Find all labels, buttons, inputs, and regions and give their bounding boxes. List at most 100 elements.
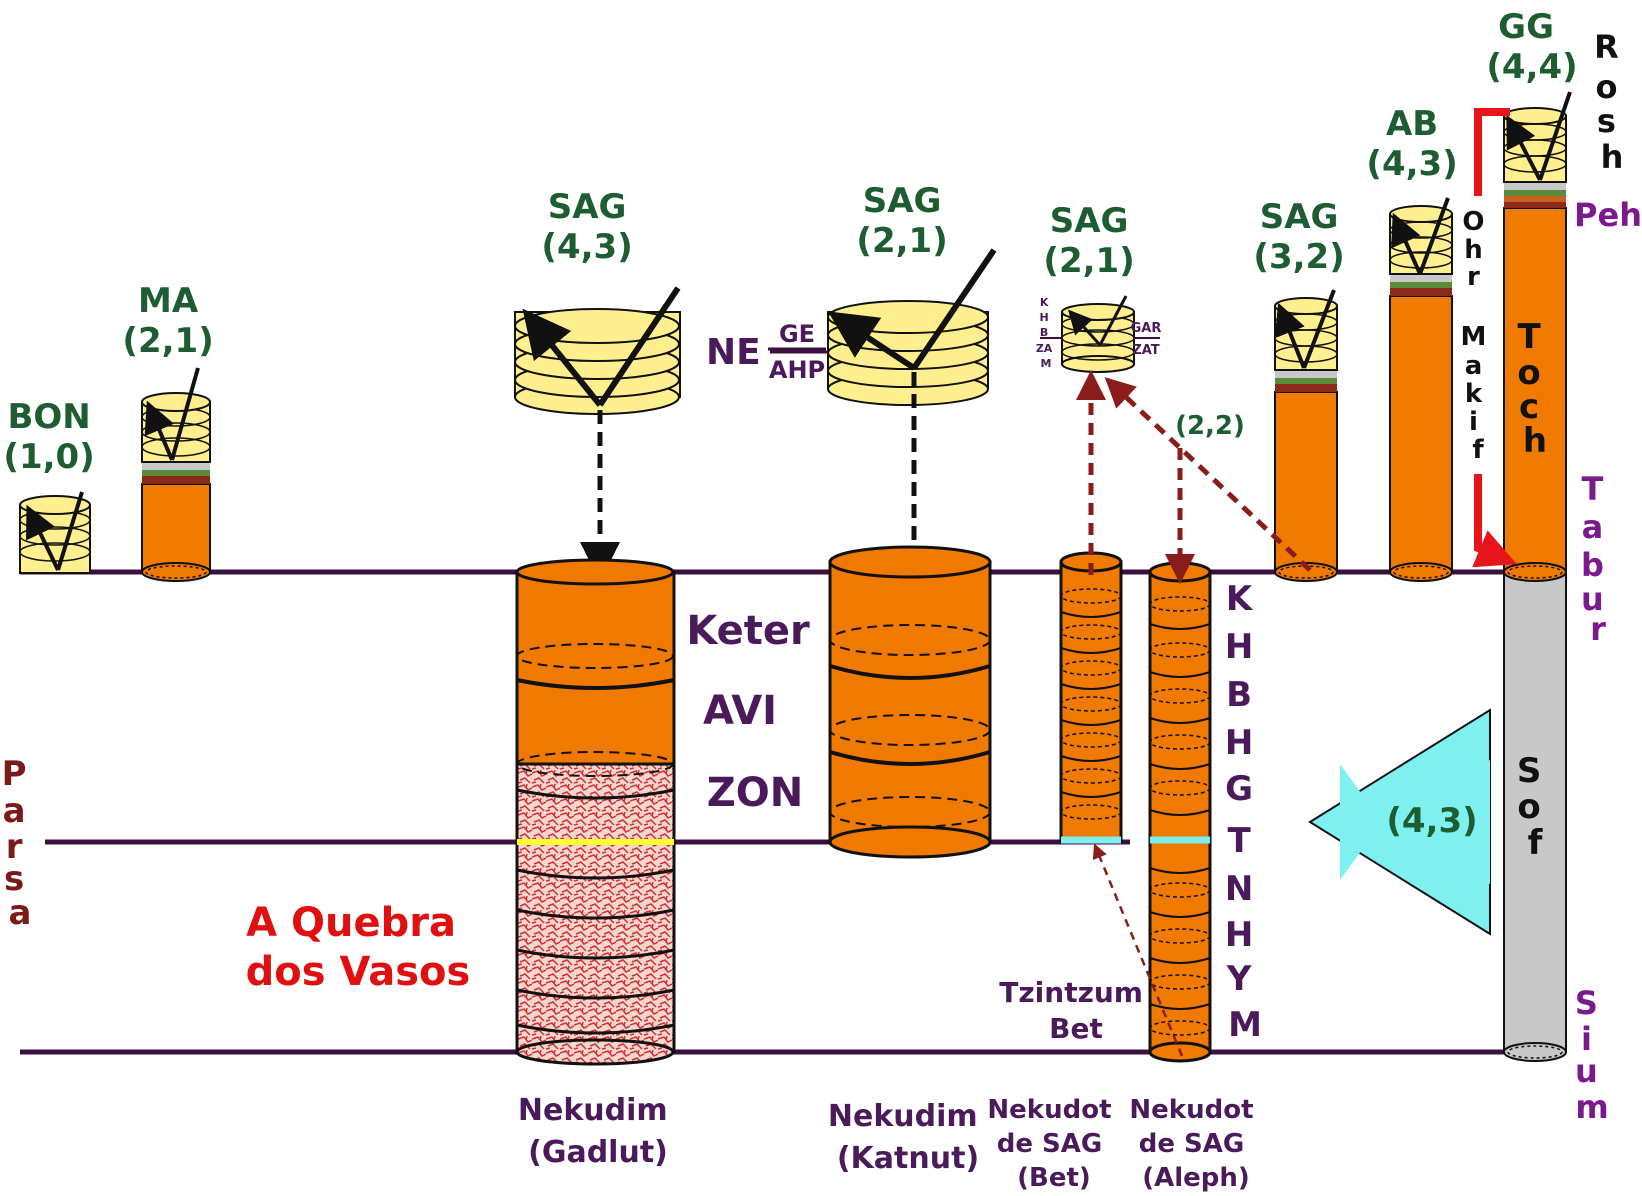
ohr-letter: h	[1464, 235, 1483, 265]
sium-letter: u	[1575, 1052, 1598, 1090]
sag-21-katnut-head	[770, 248, 997, 588]
aleph-label: Nekudot	[1129, 1095, 1253, 1125]
rosh-letter: s	[1597, 102, 1616, 140]
sefira-letter: H	[1225, 915, 1253, 955]
svg-text:Tzintzum Bet: Tzintzum Bet	[999, 976, 1152, 1045]
sium-letter: S	[1575, 984, 1598, 1022]
sium-letter: m	[1575, 1088, 1608, 1126]
nekudot-aleph-vessel	[1148, 561, 1212, 1063]
sefira-letter: G	[1225, 769, 1253, 809]
code-22: (2,2)	[1175, 411, 1245, 441]
nekudim-katnut-vessel	[828, 545, 992, 859]
ma-code: (2,1)	[122, 321, 213, 361]
bon-name: BON	[7, 397, 90, 437]
arrow-tzimtzum-bet	[1092, 843, 1184, 1057]
gg-partzuf	[1503, 91, 1572, 1062]
tabur-letter: u	[1581, 580, 1604, 618]
ahp-label: AHP	[769, 356, 825, 384]
svg-text:A Quebra dos Vasos: A Quebra dos Vasos	[246, 900, 471, 995]
svg-text:S o f: S o f	[1517, 751, 1553, 863]
bon-partzuf	[19, 491, 91, 574]
bon-code: (1,0)	[3, 437, 94, 477]
aleph-label: de SAG	[1139, 1129, 1245, 1159]
small-sefira-letter: K	[1040, 296, 1049, 309]
tabur-letter: b	[1581, 546, 1604, 584]
toch-letter: T	[1517, 317, 1541, 357]
sag-21-nekudot-head	[1040, 295, 1160, 373]
svg-text:R o s h: R o s h	[1594, 28, 1630, 176]
svg-text:K H B H G: K H B H G T N H Y M	[1225, 579, 1265, 1045]
sefira-letter: H	[1225, 627, 1253, 667]
level-keter: Keter	[686, 608, 810, 654]
tzimtzum-label: Bet	[1049, 1012, 1103, 1045]
sag-32-code: (3,2)	[1253, 237, 1344, 277]
makif-letter: i	[1469, 407, 1478, 437]
breaking-line-1: A Quebra	[246, 900, 456, 946]
sefira-letter: K	[1226, 579, 1254, 619]
svg-text:T a b u r: T a b u r	[1581, 470, 1615, 648]
rosh-letter: R	[1594, 28, 1619, 66]
sium-letter: i	[1581, 1020, 1592, 1058]
zat-label: ZAT	[1132, 343, 1159, 358]
makif-letter: a	[1465, 351, 1483, 381]
tabur-letter: a	[1582, 508, 1604, 546]
svg-text:Nekudim (Katnut): Nekudim (Katnut)	[828, 1099, 988, 1176]
gadlut-label: (Gadlut)	[528, 1135, 668, 1170]
svg-text:Nekudot de SAG (Bet): Nekudot de SAG (Bet)	[987, 1095, 1120, 1193]
sag-21-katnut-name: SAG	[863, 181, 942, 221]
ne-label: NE	[706, 332, 761, 373]
bet-label: (Bet)	[1017, 1163, 1091, 1193]
gadlut-label: Nekudim	[518, 1093, 668, 1128]
aleph-label: (Aleph)	[1142, 1163, 1250, 1193]
sefira-letter: H	[1225, 723, 1253, 763]
nekudot-bet-vessel	[1059, 551, 1123, 844]
katnut-label: Nekudim	[828, 1099, 978, 1134]
ohr-letter: r	[1467, 262, 1480, 292]
sefira-letter: B	[1226, 675, 1252, 715]
rosh-letter: h	[1601, 138, 1624, 176]
sefira-letter: Y	[1226, 959, 1252, 999]
parsa-letter: a	[9, 893, 32, 933]
makif-letter: k	[1465, 379, 1483, 409]
svg-text:T o c h: T o c h	[1517, 317, 1552, 461]
svg-text:P a r s a: P a r s a	[2, 754, 39, 933]
svg-text:BON (1,0) MA (2,1): BON (1,0) MA (2,1) SAG (4,3) SAG (2,1) S…	[3, 7, 1577, 477]
sof-letter: S	[1517, 751, 1542, 791]
ge-label: GE	[779, 320, 815, 348]
ab-code: (4,3)	[1366, 144, 1457, 184]
sag-43-code: (4,3)	[541, 227, 632, 267]
sag-21-nekudot-name: SAG	[1050, 201, 1129, 241]
sag-21-nekudot-code: (2,1)	[1043, 241, 1134, 281]
gg-name: GG	[1498, 7, 1554, 47]
level-zon: ZON	[707, 770, 803, 816]
small-sefira-letter: M	[1041, 357, 1052, 370]
katnut-label: (Katnut)	[837, 1141, 979, 1176]
bet-label: de SAG	[997, 1129, 1103, 1159]
sag-32-partzuf	[1274, 289, 1338, 582]
parsa-letter: s	[4, 859, 24, 899]
svg-text:K H B ZA M: K H B ZA M	[1036, 296, 1056, 370]
sefira-letter: T	[1227, 821, 1251, 861]
sefira-letter: M	[1228, 1005, 1262, 1045]
parsa-letter: P	[2, 754, 27, 794]
small-sefira-letter: B	[1040, 326, 1048, 339]
breaking-line-2: dos Vasos	[246, 949, 471, 995]
sag-43-head	[514, 286, 681, 582]
toch-letter: c	[1519, 387, 1539, 427]
ab-name: AB	[1386, 104, 1438, 144]
level-avi: AVI	[703, 688, 777, 734]
ohr-letter: O	[1462, 207, 1484, 237]
tabur-letter: r	[1590, 610, 1606, 648]
gg-code: (4,4)	[1486, 47, 1577, 87]
arrow-22-diagonal	[1104, 377, 1312, 572]
small-sefira-letter: H	[1039, 311, 1048, 324]
tzimtzum-label: Tzintzum	[999, 976, 1143, 1009]
small-sefira-letter: ZA	[1036, 342, 1053, 355]
svg-text:Keter AVI ZON: Keter AVI ZON	[686, 608, 823, 816]
sof-letter: o	[1517, 787, 1540, 827]
gar-label: GAR	[1131, 321, 1162, 336]
ohr-makif-arrow	[1478, 108, 1510, 558]
svg-text:Nekudot de SAG (Aleph): Nekudot de SAG (Aleph)	[1129, 1095, 1262, 1193]
ma-name: MA	[138, 281, 199, 321]
